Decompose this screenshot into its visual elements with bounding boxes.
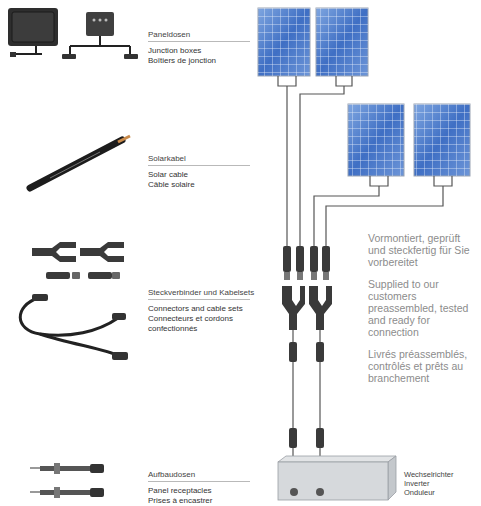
solar-panels	[258, 8, 470, 176]
part-name: Junction boxes	[148, 46, 201, 56]
note-text: Vormontiert, geprüft und steckfertig für…	[368, 232, 480, 268]
inverter-label: Wechselrichter	[404, 470, 453, 479]
inverter-housing	[270, 452, 400, 504]
inverter-label: Onduleur	[404, 488, 435, 497]
part-name: Boîtiers de jonction	[148, 56, 216, 66]
part-name: Connectors and cable sets	[148, 304, 243, 314]
junction-box	[8, 8, 138, 59]
panel-receptacles	[30, 463, 104, 498]
part-name: Solarkabel	[148, 154, 186, 164]
part-name: Aufbaudosen	[148, 470, 195, 480]
leader-lines	[148, 42, 250, 482]
solar-cable	[30, 136, 130, 188]
note-text: Livrés préassemblés, contrôlés et prêts …	[368, 348, 480, 384]
part-name: Steckverbinder und Kabelsets	[148, 288, 254, 298]
part-name: Connecteurs et cordons confectionnés	[148, 314, 248, 334]
part-name: Panel receptacles	[148, 486, 212, 496]
inverter-label: Inverter	[404, 479, 429, 488]
part-name: Paneldosen	[148, 30, 190, 40]
cable-set	[20, 294, 128, 360]
connectors	[32, 242, 124, 279]
note-text: Supplied to our customers preassembled, …	[368, 278, 480, 338]
part-name: Câble solaire	[148, 180, 195, 190]
wiring	[278, 76, 452, 466]
inverter: WechselrichterInverterOnduleur	[270, 452, 476, 504]
part-name: Solar cable	[148, 170, 188, 180]
cable-connector-tips	[284, 272, 329, 280]
part-name: Prises à encastrer	[148, 496, 212, 506]
cable-connectors	[282, 246, 332, 448]
